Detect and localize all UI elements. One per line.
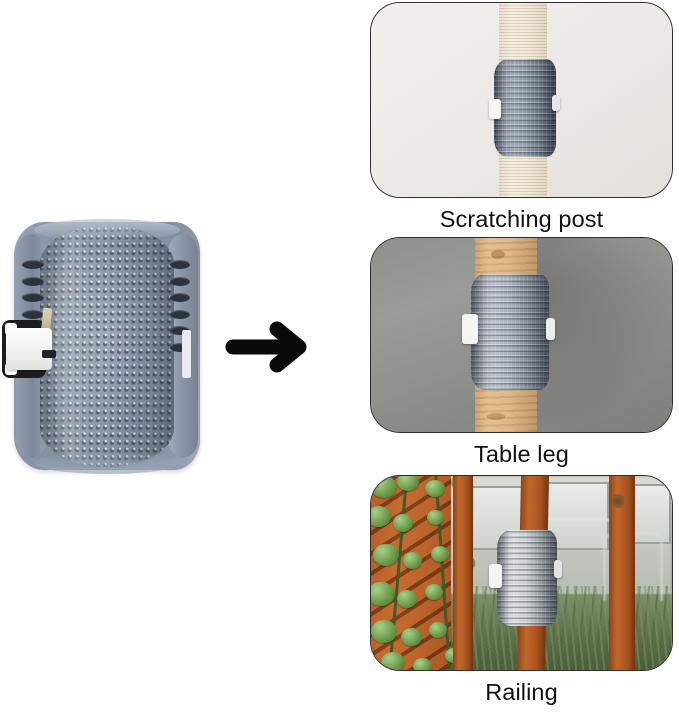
brush-buckle-left bbox=[489, 99, 501, 119]
ivy-leaf bbox=[425, 584, 443, 600]
railing-post bbox=[609, 476, 635, 670]
ivy-leaf bbox=[397, 590, 417, 608]
brush-buckle-left bbox=[462, 314, 478, 344]
railing-post bbox=[453, 476, 473, 670]
brush-bristle-rows bbox=[497, 530, 557, 626]
ivy-leaf bbox=[373, 544, 399, 566]
photo-table-leg bbox=[370, 237, 673, 433]
brush-strap-tail bbox=[42, 350, 56, 358]
photo-scratching-post bbox=[370, 2, 673, 198]
grass-foliage bbox=[449, 586, 672, 670]
ivy-leaf bbox=[425, 480, 445, 497]
ivy-leaf bbox=[459, 556, 475, 570]
right-vent-slots bbox=[170, 260, 192, 352]
ivy-leaf bbox=[401, 628, 422, 646]
product-image bbox=[0, 205, 215, 490]
caption-railing: Railing bbox=[485, 679, 558, 705]
ivy-leaf bbox=[455, 516, 471, 530]
rust-spot bbox=[611, 494, 625, 508]
ivy-leaf bbox=[403, 552, 422, 569]
building-window bbox=[619, 484, 671, 544]
ivy-leaf bbox=[429, 622, 447, 638]
vent-slot bbox=[22, 342, 44, 352]
arrow-right-glyph bbox=[225, 321, 307, 373]
panel-table-leg[interactable]: Table leg bbox=[370, 237, 673, 471]
ivy-vine bbox=[388, 476, 409, 670]
ivy-leaf bbox=[413, 658, 432, 670]
panel-scratching-post[interactable]: Scratching post bbox=[370, 2, 673, 236]
brush-shading bbox=[497, 530, 557, 626]
caption-table-leg: Table leg bbox=[474, 441, 569, 467]
brush-buckle-right bbox=[546, 318, 555, 340]
background-building bbox=[449, 476, 672, 604]
ivy-leaf bbox=[453, 594, 470, 609]
vent-slot bbox=[170, 342, 190, 352]
brush-on-railing bbox=[489, 530, 562, 626]
vent-slot bbox=[170, 293, 190, 303]
brush-bristle-face bbox=[40, 225, 174, 467]
brush-bristle-rows bbox=[471, 274, 549, 390]
ivy-leaf bbox=[381, 652, 405, 670]
ivy-leaf bbox=[371, 506, 391, 527]
ivy-leaf bbox=[371, 582, 395, 606]
vent-slot bbox=[22, 260, 44, 269]
face-shading bbox=[40, 225, 174, 467]
ivy-leaf bbox=[431, 546, 449, 562]
brush-top-arc bbox=[34, 219, 180, 241]
brush-on-table-leg bbox=[462, 274, 555, 390]
brush-shading bbox=[471, 274, 549, 390]
brush-surface bbox=[471, 274, 549, 390]
caption-scratching-post: Scratching post bbox=[439, 206, 604, 232]
panel-railing[interactable]: Railing bbox=[370, 475, 673, 709]
brush-shading bbox=[494, 59, 556, 157]
cat-groomer-brush bbox=[2, 219, 200, 474]
ivy-leaf bbox=[445, 648, 462, 663]
brush-surface bbox=[494, 59, 556, 157]
vent-slot bbox=[22, 276, 44, 286]
wooden-fence-slats bbox=[371, 476, 451, 670]
vent-slot bbox=[170, 276, 190, 286]
brush-bristle-rows bbox=[494, 59, 556, 157]
vent-slot bbox=[170, 260, 190, 269]
brush-surface bbox=[497, 530, 557, 626]
ivy-plant bbox=[371, 476, 493, 670]
ivy-vine bbox=[434, 476, 451, 670]
ivy-leaf bbox=[397, 476, 419, 491]
ivy-leaf bbox=[371, 620, 397, 643]
brush-on-scratching-post bbox=[489, 59, 560, 157]
patio-chair bbox=[603, 532, 663, 601]
vent-slot bbox=[22, 309, 44, 319]
brush-buckle-right bbox=[554, 560, 562, 578]
face-highlight bbox=[54, 231, 94, 463]
vent-slot bbox=[22, 293, 44, 303]
vent-slot bbox=[170, 309, 190, 319]
vent-slot bbox=[22, 326, 44, 336]
bristle-pin-grid bbox=[40, 225, 174, 467]
wood-knot bbox=[491, 250, 505, 259]
arrow-right-icon bbox=[224, 318, 320, 376]
brush-buckle-left bbox=[489, 564, 502, 588]
brush-bottom-arc bbox=[34, 452, 180, 474]
ivy-leaf bbox=[451, 476, 469, 490]
garden-ground bbox=[449, 594, 672, 670]
ivy-leaf bbox=[393, 514, 413, 532]
usage-panel-list: Scratching post T bbox=[370, 0, 679, 714]
ivy-leaf bbox=[371, 476, 397, 498]
photo-railing bbox=[370, 475, 673, 671]
left-vent-slots bbox=[22, 260, 44, 352]
ivy-leaf bbox=[427, 510, 444, 525]
wood-knot bbox=[487, 413, 505, 420]
vent-slot bbox=[170, 326, 190, 336]
brush-buckle-right bbox=[552, 95, 560, 111]
